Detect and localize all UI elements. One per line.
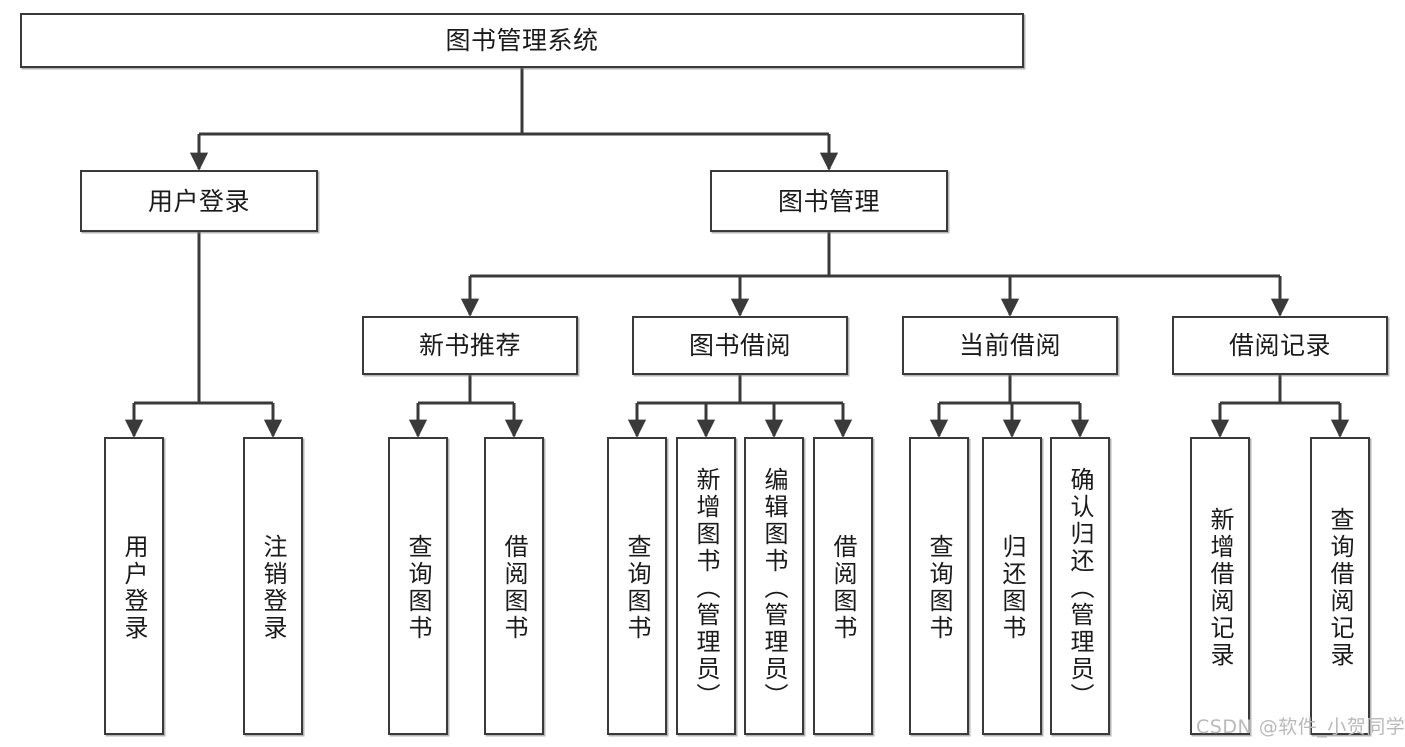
node-label-leaf-query-book-2: 查询图书 bbox=[623, 534, 651, 642]
node-leaf-user-login[interactable]: 用户登录 bbox=[104, 437, 164, 735]
node-label-leaf-confirm-return: 确认归还（管理员） bbox=[1066, 467, 1094, 710]
node-new-book-recommend[interactable]: 新书推荐 bbox=[362, 316, 578, 375]
node-label-user-login: 用户登录 bbox=[147, 186, 250, 216]
node-label-leaf-query-book-3: 查询图书 bbox=[925, 534, 953, 642]
node-label-leaf-query-book-1: 查询图书 bbox=[404, 534, 432, 642]
node-leaf-query-book-1[interactable]: 查询图书 bbox=[388, 437, 448, 735]
node-leaf-add-record[interactable]: 新增借阅记录 bbox=[1190, 437, 1250, 735]
node-label-current-borrow: 当前借阅 bbox=[958, 331, 1061, 360]
node-label-leaf-user-login: 用户登录 bbox=[120, 534, 148, 642]
node-label-borrow-record: 借阅记录 bbox=[1228, 331, 1331, 360]
node-label-leaf-user-logout: 注销登录 bbox=[259, 534, 287, 642]
node-leaf-return-book[interactable]: 归还图书 bbox=[982, 437, 1042, 735]
node-label-leaf-add-book: 新增图书（管理员） bbox=[692, 467, 720, 710]
node-book-management[interactable]: 图书管理 bbox=[710, 170, 948, 232]
node-label-book-borrow: 图书借阅 bbox=[688, 331, 791, 360]
node-label-leaf-borrow-book-1: 借阅图书 bbox=[500, 534, 528, 642]
node-leaf-add-book[interactable]: 新增图书（管理员） bbox=[676, 437, 736, 735]
node-user-login[interactable]: 用户登录 bbox=[80, 170, 318, 232]
node-leaf-query-book-2[interactable]: 查询图书 bbox=[607, 437, 667, 735]
node-borrow-record[interactable]: 借阅记录 bbox=[1172, 316, 1388, 375]
node-leaf-borrow-book-1[interactable]: 借阅图书 bbox=[484, 437, 544, 735]
node-leaf-edit-book[interactable]: 编辑图书（管理员） bbox=[744, 437, 804, 735]
node-label-new-book-recommend: 新书推荐 bbox=[418, 331, 521, 360]
node-leaf-confirm-return[interactable]: 确认归还（管理员） bbox=[1050, 437, 1110, 735]
node-current-borrow[interactable]: 当前借阅 bbox=[902, 316, 1118, 375]
node-book-borrow[interactable]: 图书借阅 bbox=[632, 316, 848, 375]
node-leaf-query-book-3[interactable]: 查询图书 bbox=[909, 437, 969, 735]
node-leaf-borrow-book-2[interactable]: 借阅图书 bbox=[813, 437, 873, 735]
node-leaf-user-logout[interactable]: 注销登录 bbox=[243, 437, 303, 735]
node-label-leaf-add-record: 新增借阅记录 bbox=[1206, 507, 1234, 669]
node-label-book-management: 图书管理 bbox=[777, 186, 880, 216]
node-root[interactable]: 图书管理系统 bbox=[20, 13, 1024, 68]
node-label-leaf-borrow-book-2: 借阅图书 bbox=[829, 534, 857, 642]
node-label-leaf-query-record: 查询借阅记录 bbox=[1326, 507, 1354, 669]
node-label-root: 图书管理系统 bbox=[445, 26, 599, 55]
node-label-leaf-edit-book: 编辑图书（管理员） bbox=[760, 467, 788, 710]
node-leaf-query-record[interactable]: 查询借阅记录 bbox=[1310, 437, 1370, 735]
node-label-leaf-return-book: 归还图书 bbox=[998, 534, 1026, 642]
